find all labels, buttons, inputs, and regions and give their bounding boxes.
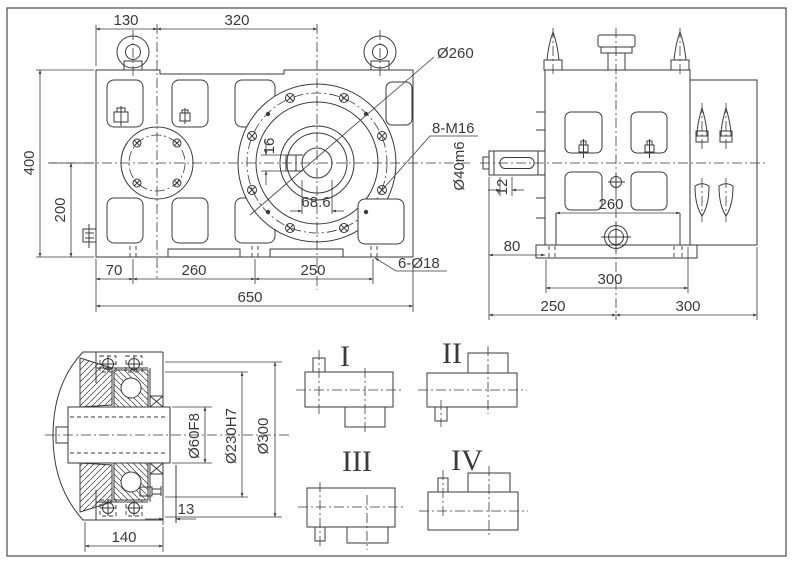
front-left-dimensions: 400 200 [21,69,94,258]
dim-16: 16 [261,138,278,155]
side-dimensions: 12 Ø40m6 80 260 300 250 300 [451,141,758,320]
flange-bolt-symbols [247,93,387,233]
keyway-dimensions: 16 68.6 [261,138,344,214]
dim-250: 250 [540,298,565,315]
inspection-window [171,197,209,244]
side-attachment-outline [689,79,758,246]
front-top-dimensions: 130 320 [95,12,318,66]
clamp-screw-icons [694,106,734,217]
dim-80: 80 [504,238,521,255]
window-bolt-icon [644,139,655,158]
dim-650: 650 [237,289,262,306]
dim-200: 200 [52,197,69,222]
inspection-window [357,198,405,245]
foot-holes-leader [374,257,447,272]
variant-output-block [346,526,389,544]
window-bolt-icon [578,139,589,158]
label-flange-dia: Ø260 [437,45,474,62]
bore-hidden-lines [70,416,168,454]
foot-hole-hidden-lines [129,246,378,258]
flange-dia-leader [249,56,435,216]
front-view: 130 320 400 200 70 260 250 650 [21,12,478,312]
input-flange-bolt-symbols [132,138,182,188]
label-shaft-dia: Ø40m6 [451,141,468,190]
section-dimensions: Ø60F8 Ø230H7 Ø300 13 140 [84,361,282,552]
variant-label-3: III [342,445,372,478]
side-view: 12 Ø40m6 80 260 300 250 300 [451,28,765,320]
variant-label-2: II [442,337,462,370]
label-bore-dia: Ø60F8 [186,413,203,459]
dim-300-inner: 300 [597,271,622,288]
housing-outline [52,351,163,521]
bearing-roller [120,471,142,493]
assembly-variant-1: I [296,340,402,433]
inner-base-walls [555,213,681,245]
bolt-leader [381,135,478,191]
wall-steps [536,111,546,219]
dim-70: 70 [106,262,123,279]
assembly-variant-4: IV [419,444,528,536]
inspection-window [630,171,668,211]
bearing-roller [120,377,142,399]
dim-300: 300 [675,298,700,315]
assembly-variant-3: III [298,445,404,550]
dim-130: 130 [113,12,138,29]
oil-level-plug-icon [608,174,625,190]
base-recess [167,248,344,257]
front-body-outline [95,69,414,258]
bearing-section-detail: Ø60F8 Ø230H7 Ø300 13 140 [45,351,290,552]
variant-label-4: IV [451,444,483,477]
cover-bolt-icon [125,499,143,517]
oil-plug-icon [113,106,129,126]
dim-13: 13 [178,501,195,518]
cover-bolt-icon [125,355,143,373]
inspection-window [385,81,413,126]
side-centerlines [480,28,765,320]
oil-drain-plug-icon [82,224,97,248]
dim-250: 250 [300,262,325,279]
gear-section-lower [79,462,113,513]
variant-label-1: I [340,340,350,373]
set-screw-icon [139,486,162,497]
dim-140: 140 [111,529,136,546]
oil-plug-icon [179,108,191,124]
front-bottom-dimensions: 70 260 250 650 [95,259,414,312]
dim-260: 260 [598,196,623,213]
side-body-outline [544,69,691,246]
inspection-window [106,79,144,128]
assembly-variant-2: II [418,337,527,427]
label-foot-holes: 6-Ø18 [398,255,440,272]
inspection-window [106,197,144,244]
bearing-bore-lines [96,367,151,503]
inspection-window [564,171,603,211]
dim-320: 320 [224,12,249,29]
label-spigot-dia: Ø230H7 [223,408,240,464]
label-flange-dia-300: Ø300 [255,418,272,455]
dim-12: 12 [494,179,511,196]
dim-260: 260 [181,262,206,279]
label-bolt-circle: 8-M16 [432,120,475,137]
dim-68-6: 68.6 [301,194,330,211]
dim-400: 400 [21,150,38,175]
sheet-border [6,7,787,557]
inspection-window [171,79,209,128]
breather-vent-icon [597,34,636,71]
gear-section-upper [79,357,113,408]
